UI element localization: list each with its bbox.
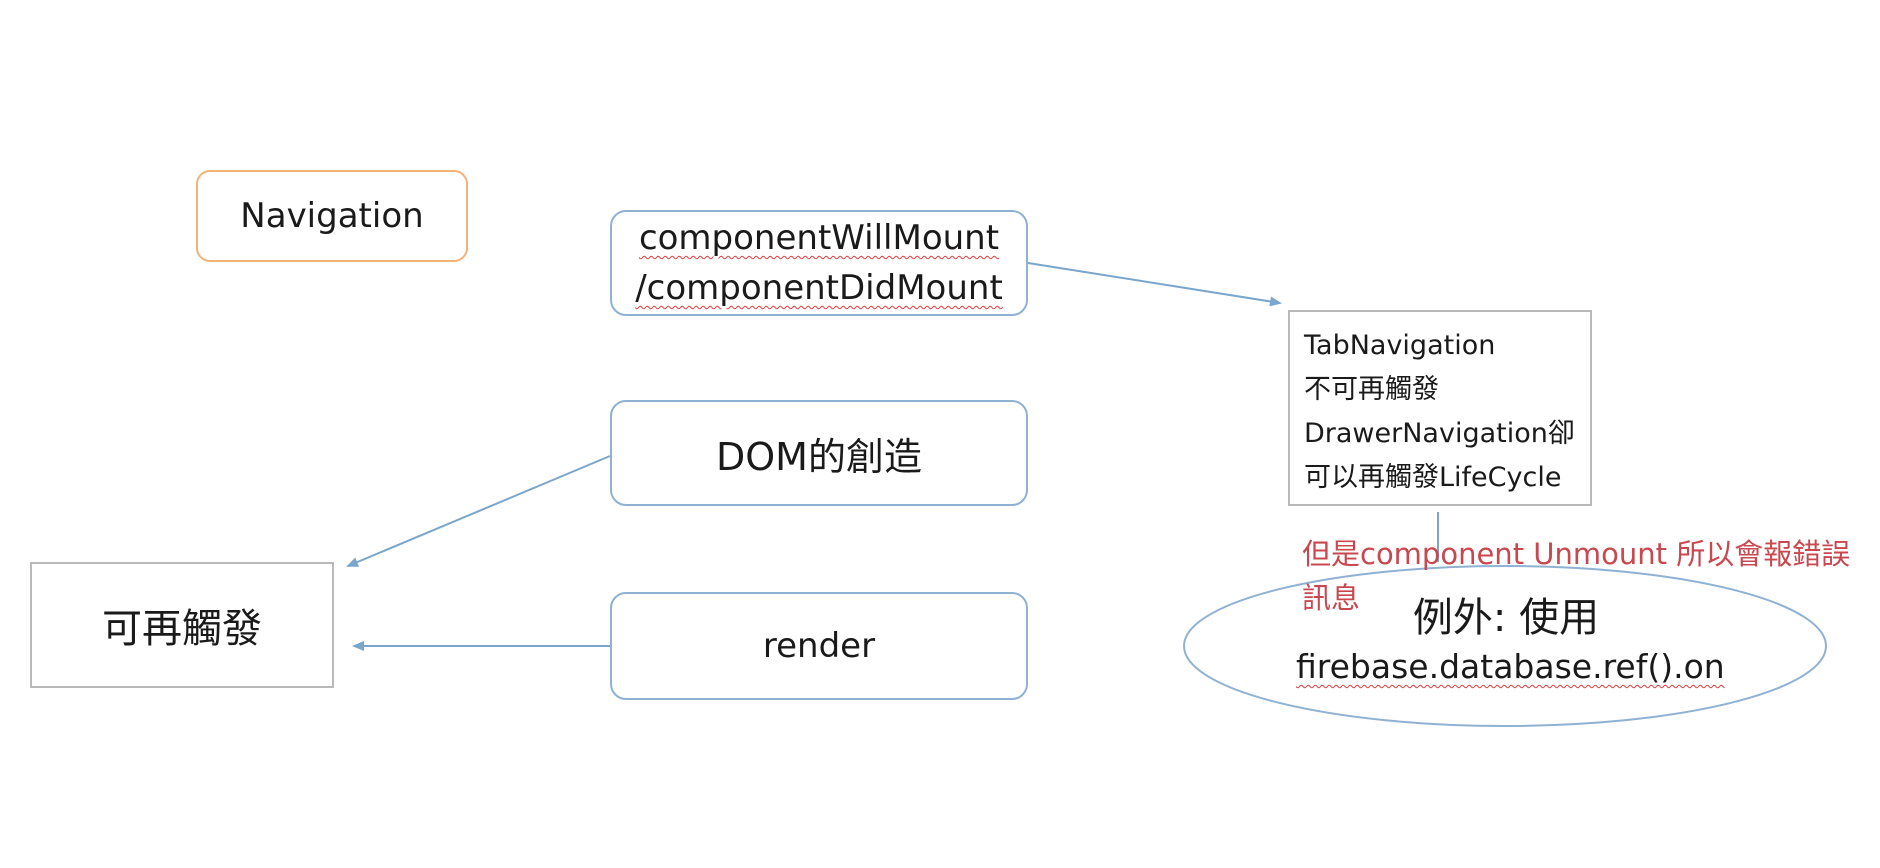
navigation-label: Navigation — [240, 196, 424, 236]
exception-node: 例外: 使用 firebase.database.ref().on — [1296, 592, 1725, 690]
navigation-node: Navigation — [196, 170, 468, 262]
mount-node: componentWillMount /componentDidMount — [610, 210, 1028, 316]
tab-note-line-2: 不可再觸發 — [1304, 374, 1439, 405]
tab-navigation-note: TabNavigation 不可再觸發 DrawerNavigation卻 可以… — [1288, 310, 1592, 506]
retrigger-label: 可再觸發 — [102, 606, 262, 652]
retrigger-node: 可再觸發 — [30, 562, 334, 688]
component-will-mount-label: componentWillMount — [638, 218, 1000, 258]
tab-navigation-note-text: TabNavigation 不可再觸發 DrawerNavigation卻 可以… — [1290, 312, 1590, 500]
render-node: render — [610, 592, 1028, 700]
arrow-mount-to-tabnav — [1027, 262, 1282, 307]
warning-note: 但是component Unmount 所以會報錯誤訊息 — [1302, 537, 1851, 615]
component-did-mount-label: /componentDidMount — [635, 268, 1003, 308]
tab-note-line-1: TabNavigation — [1304, 330, 1496, 361]
tab-note-line-3: DrawerNavigation卻 — [1304, 418, 1575, 449]
exception-title: 例外: 使用 — [1412, 595, 1600, 641]
arrow-dom-to-retrigger — [346, 455, 611, 567]
render-label: render — [762, 626, 876, 666]
exception-ellipse — [1183, 565, 1827, 727]
tab-note-line-4: 可以再觸發LifeCycle — [1304, 462, 1562, 493]
exception-code: firebase.database.ref().on — [1296, 647, 1725, 686]
dom-creation-label: DOM的創造 — [716, 434, 922, 479]
dom-creation-node: DOM的創造 — [610, 400, 1028, 506]
